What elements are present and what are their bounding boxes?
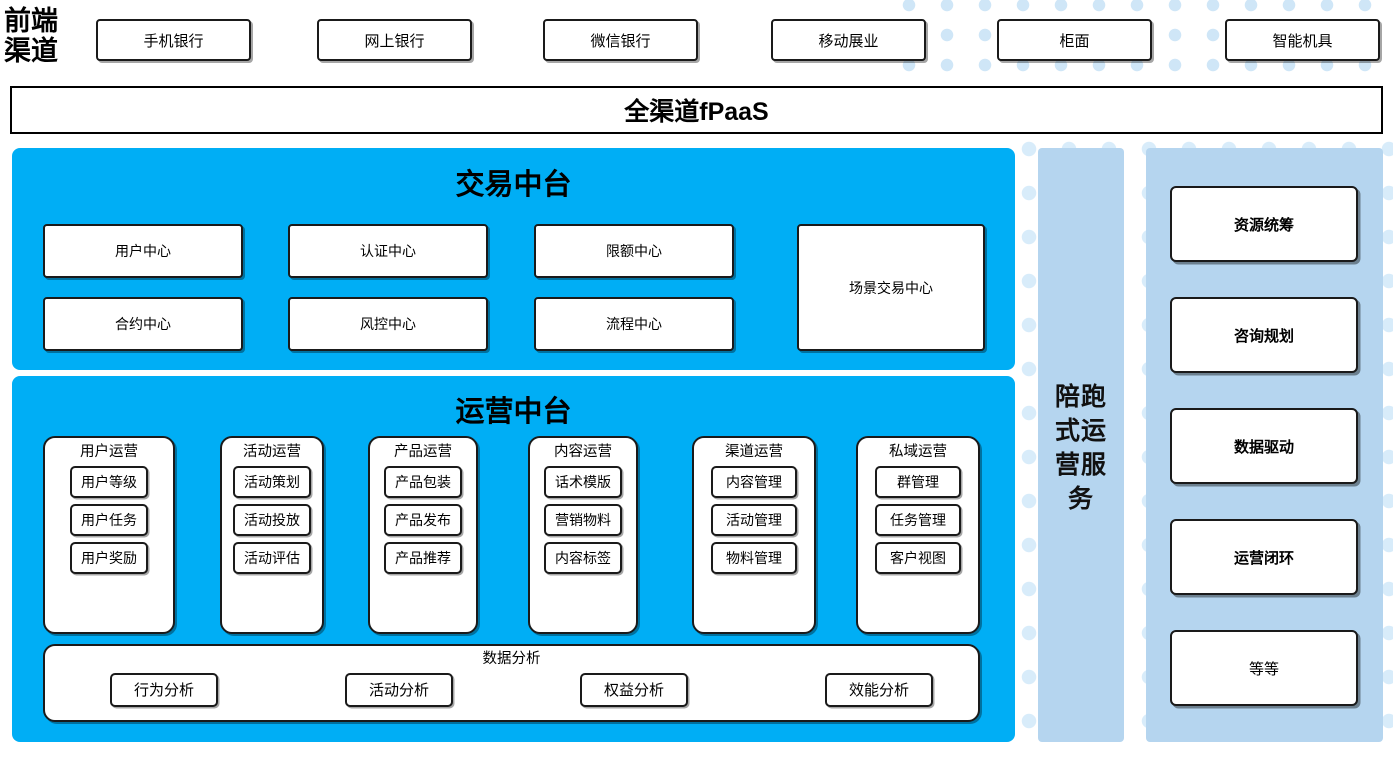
data-analysis-item[interactable]: 权益分析: [580, 672, 688, 707]
omnichannel-fpaas-bar[interactable]: 全渠道fPaaS: [10, 86, 1383, 134]
operation-column-title: 私域运营: [889, 444, 947, 460]
operation-column-title: 用户运营: [80, 444, 138, 460]
operation-column-items: 群管理 任务管理 客户视图: [858, 465, 978, 574]
channel-box-counter[interactable]: 柜面: [997, 19, 1152, 61]
operation-item[interactable]: 产品发布: [384, 503, 462, 536]
transaction-item-scene-trade-center[interactable]: 场景交易中心: [797, 224, 985, 351]
operation-item[interactable]: 产品推荐: [384, 541, 462, 574]
operation-center-title: 运营中台: [455, 396, 572, 428]
operation-item[interactable]: 用户等级: [70, 465, 148, 498]
operation-item[interactable]: 物料管理: [711, 541, 797, 574]
companion-service-label: 陪跑 式运 营服 务: [1054, 383, 1107, 513]
operation-column-product[interactable]: 产品运营 产品包装 产品发布 产品推荐: [368, 436, 478, 634]
operation-item[interactable]: 客户视图: [875, 541, 961, 574]
transaction-item-auth-center[interactable]: 认证中心: [288, 224, 488, 278]
transaction-item-process-center[interactable]: 流程中心: [534, 297, 734, 351]
operation-column-content[interactable]: 内容运营 话术模版 营销物料 内容标签: [528, 436, 638, 634]
channel-box-mobile-business[interactable]: 移动展业: [771, 19, 926, 61]
operation-column-title: 渠道运营: [725, 444, 783, 460]
operation-column-items: 内容管理 活动管理 物料管理: [694, 465, 814, 574]
data-analysis-items: 行为分析 活动分析 权益分析 效能分析: [45, 672, 978, 713]
operation-item[interactable]: 用户奖励: [70, 541, 148, 574]
channel-box-smart-machine[interactable]: 智能机具: [1225, 19, 1380, 61]
operation-column-activity[interactable]: 活动运营 活动策划 活动投放 活动评估: [220, 436, 324, 634]
operation-column-items: 产品包装 产品发布 产品推荐: [370, 465, 476, 574]
channel-box-mobile-bank[interactable]: 手机银行: [96, 19, 251, 61]
service-card-resource-coordination[interactable]: 资源统筹: [1170, 186, 1358, 262]
operation-item[interactable]: 活动策划: [233, 465, 311, 498]
operation-column-items: 用户等级 用户任务 用户奖励: [45, 465, 173, 574]
transaction-center-title: 交易中台: [455, 169, 572, 201]
service-card-data-driven[interactable]: 数据驱动: [1170, 408, 1358, 484]
companion-service-column: 陪跑 式运 营服 务: [1038, 148, 1124, 742]
data-analysis-item[interactable]: 行为分析: [110, 672, 218, 707]
data-analysis-title: 数据分析: [482, 651, 541, 667]
operation-column-channel[interactable]: 渠道运营 内容管理 活动管理 物料管理: [692, 436, 816, 634]
operation-item[interactable]: 群管理: [875, 465, 961, 498]
transaction-item-risk-center[interactable]: 风控中心: [288, 297, 488, 351]
transaction-item-limit-center[interactable]: 限额中心: [534, 224, 734, 278]
operation-item[interactable]: 任务管理: [875, 503, 961, 536]
data-analysis-card[interactable]: 数据分析 行为分析 活动分析 权益分析 效能分析: [43, 644, 980, 722]
operation-column-title: 内容运营: [554, 444, 612, 460]
operation-column-items: 话术模版 营销物料 内容标签: [530, 465, 636, 574]
front-channel-label: 前端 渠道: [4, 6, 58, 66]
operation-column-title: 活动运营: [243, 444, 301, 460]
operation-item[interactable]: 内容标签: [544, 541, 622, 574]
operation-item[interactable]: 活动评估: [233, 541, 311, 574]
data-analysis-item[interactable]: 活动分析: [345, 672, 453, 707]
operation-item[interactable]: 用户任务: [70, 503, 148, 536]
operation-item[interactable]: 话术模版: [544, 465, 622, 498]
transaction-item-contract-center[interactable]: 合约中心: [43, 297, 243, 351]
transaction-item-user-center[interactable]: 用户中心: [43, 224, 243, 278]
operation-item[interactable]: 活动管理: [711, 503, 797, 536]
operation-item[interactable]: 内容管理: [711, 465, 797, 498]
channel-box-online-bank[interactable]: 网上银行: [317, 19, 472, 61]
channel-box-wechat-bank[interactable]: 微信银行: [543, 19, 698, 61]
data-analysis-item[interactable]: 效能分析: [825, 672, 933, 707]
operation-item[interactable]: 产品包装: [384, 465, 462, 498]
operation-item[interactable]: 活动投放: [233, 503, 311, 536]
service-card-consulting-planning[interactable]: 咨询规划: [1170, 297, 1358, 373]
operation-column-private-domain[interactable]: 私域运营 群管理 任务管理 客户视图: [856, 436, 980, 634]
operation-column-title: 产品运营: [394, 444, 452, 460]
service-card-operation-loop[interactable]: 运营闭环: [1170, 519, 1358, 595]
service-card-etc[interactable]: 等等: [1170, 630, 1358, 706]
operation-column-user[interactable]: 用户运营 用户等级 用户任务 用户奖励: [43, 436, 175, 634]
operation-item[interactable]: 营销物料: [544, 503, 622, 536]
operation-column-items: 活动策划 活动投放 活动评估: [222, 465, 322, 574]
